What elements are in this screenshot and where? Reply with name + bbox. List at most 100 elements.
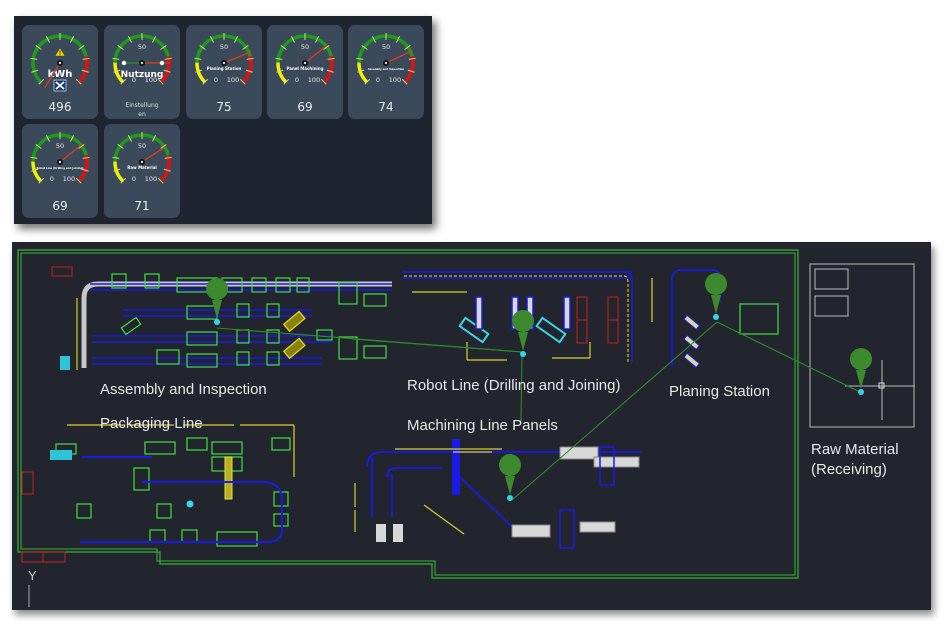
panel-stack bbox=[511, 524, 551, 538]
robot-arm bbox=[535, 316, 567, 344]
svg-text:!: ! bbox=[59, 51, 61, 57]
gauge-tick bbox=[45, 135, 51, 142]
gauge-value: 71 bbox=[134, 199, 150, 213]
gauge-tick bbox=[151, 135, 157, 142]
planing-feeder bbox=[683, 352, 701, 369]
gauge-scale-min: 0 bbox=[132, 175, 136, 183]
zone-label-packaging-line[interactable]: Packaging Line bbox=[100, 415, 203, 432]
gauge-tick bbox=[202, 78, 209, 85]
zone-label-planing-station[interactable]: Planing Station bbox=[669, 383, 770, 400]
gauge-tick bbox=[404, 44, 411, 50]
raw-material-bay bbox=[814, 268, 849, 290]
machine bbox=[186, 437, 208, 451]
machining-press bbox=[559, 509, 575, 549]
gauge-tick bbox=[78, 44, 85, 50]
zone-label-robot-line[interactable]: Robot Line (Drilling and Joining) bbox=[407, 377, 621, 394]
gauge-tick bbox=[245, 69, 253, 73]
gauge-tick bbox=[357, 69, 365, 73]
gauge-label: kWh bbox=[48, 69, 73, 80]
gauge-scale-mid: 50 bbox=[382, 43, 390, 51]
machine bbox=[216, 531, 258, 547]
gauge-tick bbox=[69, 36, 75, 43]
panel-stack bbox=[579, 521, 616, 533]
panel-stack bbox=[376, 524, 386, 542]
gauge-tick bbox=[199, 44, 206, 50]
machine bbox=[186, 331, 218, 346]
marker-dot bbox=[520, 351, 526, 357]
gauge-tick bbox=[38, 78, 45, 85]
gauge-label: Robot Line (Drilling and Joining) bbox=[36, 166, 83, 170]
marker-pointer bbox=[856, 370, 866, 389]
gauge-dial: kWh! bbox=[30, 33, 90, 92]
gauge-tick bbox=[113, 168, 121, 172]
machine bbox=[363, 345, 387, 359]
gauge-subtitle-line1: Einstellung bbox=[125, 102, 159, 109]
zone-label-machining-line[interactable]: Machining Line Panels bbox=[407, 417, 558, 434]
gauge-marker-left bbox=[121, 60, 127, 66]
machining-conveyor bbox=[459, 476, 513, 528]
gauge-tick bbox=[30, 156, 38, 159]
gauge-energy[interactable]: kWh! 496 bbox=[22, 25, 98, 119]
gauge-label: Planing Station bbox=[207, 66, 242, 71]
crosshair-center bbox=[878, 382, 885, 389]
conveyor-line bbox=[404, 271, 633, 362]
marker-dot bbox=[186, 500, 194, 508]
gauge-scale-min: 0 bbox=[376, 76, 380, 84]
gauge-scale-mid: 50 bbox=[220, 43, 228, 51]
gauge-tick bbox=[117, 44, 124, 50]
zone-label-raw-material[interactable]: Raw Material bbox=[811, 441, 899, 458]
gauge-tick bbox=[407, 69, 415, 73]
gauge-tick bbox=[364, 78, 371, 85]
gauge-tick bbox=[401, 78, 408, 85]
marker-dot bbox=[214, 319, 220, 325]
y-axis-label: Y bbox=[28, 568, 37, 583]
gauge-tick bbox=[280, 44, 287, 50]
gauge-tick bbox=[163, 168, 171, 172]
gauge-value: 75 bbox=[216, 100, 232, 114]
machine bbox=[271, 437, 291, 451]
material-flow-line bbox=[716, 321, 863, 394]
machine bbox=[76, 503, 92, 519]
gauge-scale-mid: 50 bbox=[138, 43, 146, 51]
gauge-value: 496 bbox=[48, 100, 72, 114]
gauge-red-zone bbox=[322, 55, 334, 84]
machine bbox=[316, 329, 333, 341]
gauge-value: 74 bbox=[378, 100, 394, 114]
material-flow-line bbox=[520, 351, 523, 423]
gauge-tick bbox=[395, 36, 401, 43]
gauge-value: 69 bbox=[297, 100, 313, 114]
raw-material-area bbox=[809, 263, 915, 428]
inspection-station bbox=[282, 337, 306, 360]
cyan-unit bbox=[60, 356, 70, 370]
gauge-red-zone bbox=[77, 154, 89, 183]
floor-plan-drawing bbox=[17, 249, 915, 607]
marker-circle bbox=[850, 348, 872, 370]
storage-area bbox=[42, 551, 66, 563]
zone-label-receiving: (Receiving) bbox=[811, 461, 887, 478]
gauge-tick bbox=[81, 69, 89, 73]
gauge-tick bbox=[327, 57, 335, 60]
gauge-yellow-zone bbox=[113, 161, 125, 183]
marker-pointer bbox=[505, 476, 515, 495]
gauge-tick bbox=[157, 177, 164, 184]
zone-label-assembly[interactable]: Assembly and Inspection bbox=[100, 381, 267, 398]
machine bbox=[156, 503, 172, 519]
gauge-tick bbox=[314, 36, 320, 43]
gauge-red-zone bbox=[77, 55, 89, 84]
machine bbox=[120, 316, 142, 336]
marker-assembly bbox=[206, 278, 228, 325]
gauge-yellow-zone bbox=[357, 62, 369, 84]
gauge-tick bbox=[275, 57, 283, 60]
storage-area bbox=[21, 551, 44, 563]
gauge-tick bbox=[75, 177, 82, 184]
robot-arm bbox=[458, 316, 490, 344]
